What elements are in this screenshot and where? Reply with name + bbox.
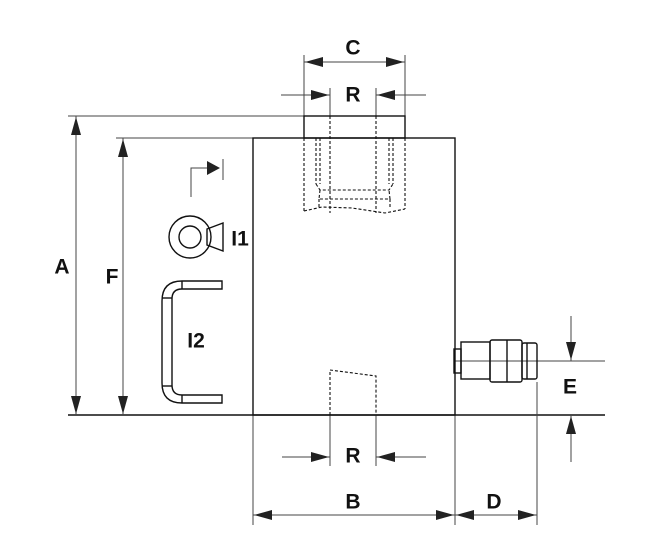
section-arrow-icon — [190, 159, 224, 197]
dimension-R-bottom — [282, 452, 426, 462]
dimension-R-top — [281, 90, 426, 100]
label-R-top: R — [345, 84, 360, 107]
label-A: A — [54, 256, 69, 279]
label-R-bottom: R — [345, 445, 360, 468]
cylinder-body — [252, 115, 456, 416]
label-E: E — [563, 376, 577, 399]
handle-icon — [161, 280, 223, 404]
label-D: D — [486, 491, 501, 514]
port-fitting — [453, 339, 538, 383]
dimension-F — [118, 138, 128, 415]
extension-lines — [68, 55, 605, 525]
label-B: B — [345, 491, 360, 514]
dimension-E — [566, 316, 576, 462]
label-C: C — [345, 37, 360, 60]
dimension-B — [253, 510, 455, 520]
dimension-A — [71, 116, 81, 415]
label-I1: I1 — [231, 228, 249, 251]
label-F: F — [106, 266, 119, 289]
dimension-D — [455, 510, 537, 520]
dimension-C — [304, 57, 405, 67]
label-I2: I2 — [187, 330, 205, 353]
eyebolt-icon — [168, 215, 224, 259]
